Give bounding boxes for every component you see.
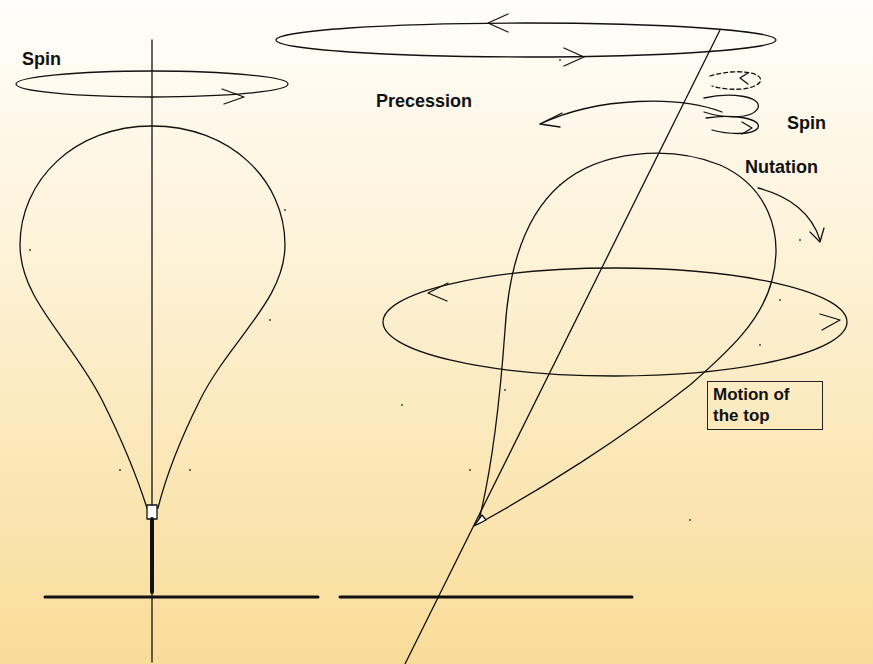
arrowhead: [810, 228, 824, 242]
speck: [119, 469, 121, 471]
spin-loop: [704, 95, 758, 117]
speck: [559, 59, 561, 61]
specks: [29, 59, 801, 521]
tilted-axis: [405, 30, 720, 664]
motion-ellipse: [383, 268, 847, 376]
speck: [779, 299, 781, 301]
arrowhead: [428, 283, 448, 301]
ground-line: [340, 596, 632, 599]
motion-label: Precession: [376, 92, 472, 112]
speck: [469, 469, 471, 471]
ground-line: [45, 596, 318, 599]
arrowhead: [222, 89, 244, 104]
top-stem: [150, 519, 154, 592]
spin-loop: [706, 116, 758, 133]
speck: [284, 209, 286, 211]
arrowhead: [740, 73, 748, 84]
speck: [269, 319, 271, 321]
top-body: [478, 153, 776, 524]
speck: [189, 469, 191, 471]
top-body: [20, 126, 285, 508]
box-text: Motion of the top: [713, 384, 817, 427]
arrowhead: [820, 314, 840, 330]
motion-label: Spin: [787, 114, 826, 134]
arrowhead: [564, 48, 584, 66]
arrowhead: [742, 122, 752, 134]
top-tip: [147, 505, 157, 519]
speck: [504, 389, 506, 391]
speck: [759, 344, 761, 346]
speck: [384, 314, 386, 316]
spin-axis: [151, 40, 152, 662]
top-tip: [474, 515, 486, 526]
speck: [29, 249, 31, 251]
speck: [559, 184, 561, 186]
caption-box: Motion of the top: [707, 381, 823, 430]
speck: [689, 519, 691, 521]
spin-loop: [710, 72, 761, 90]
motion-label: Spin: [22, 50, 61, 70]
arrowhead: [488, 14, 508, 32]
precession-arrow: [540, 101, 722, 124]
spin-ellipse: [16, 71, 288, 97]
speck: [401, 404, 403, 406]
arrowhead: [540, 113, 562, 127]
speck: [799, 239, 801, 241]
precession-ellipse: [276, 23, 776, 57]
motion-label: Nutation: [745, 158, 818, 178]
